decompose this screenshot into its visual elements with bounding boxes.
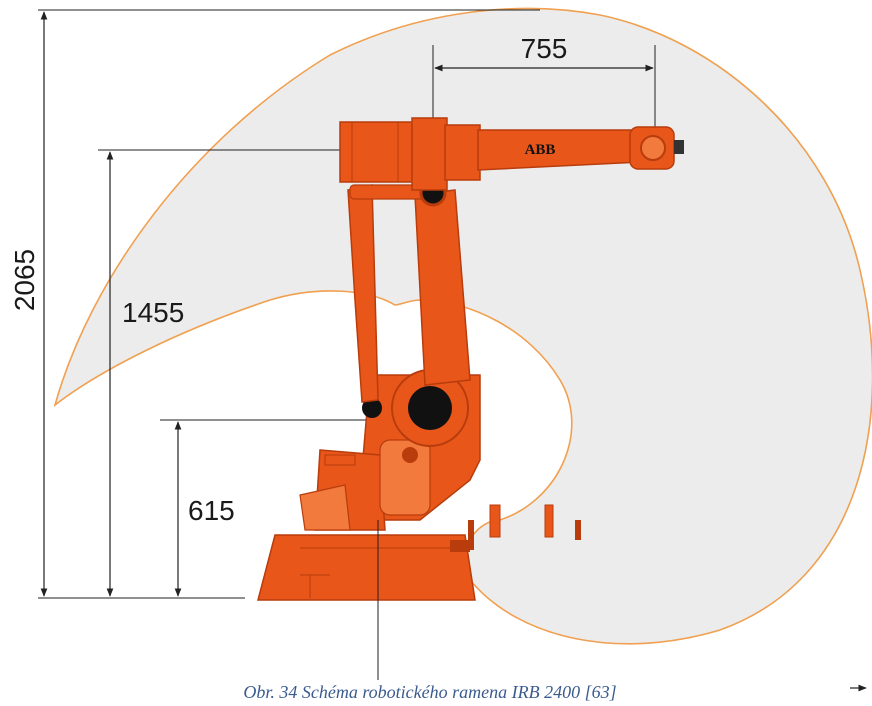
label-615: 615: [188, 495, 235, 526]
wrist-joint: [640, 135, 666, 161]
robot-lower-body: [299, 369, 481, 531]
label-755: 755: [521, 33, 568, 64]
abb-logo: ABB: [525, 142, 556, 158]
dimension-total-height: 2065: [9, 9, 540, 599]
dimension-reach: 755: [432, 33, 656, 200]
label-1455: 1455: [122, 297, 184, 328]
robot-base: [257, 504, 581, 601]
dimension-base-height: 615: [160, 419, 400, 597]
figure-caption: Obr. 34 Schéma robotického ramena IRB 24…: [243, 682, 616, 701]
label-2065: 2065: [9, 249, 40, 311]
robot-upper-arm: [347, 179, 471, 403]
robot-forearm: ABB: [339, 117, 684, 191]
dimension-arm-height: 1455: [98, 149, 440, 597]
